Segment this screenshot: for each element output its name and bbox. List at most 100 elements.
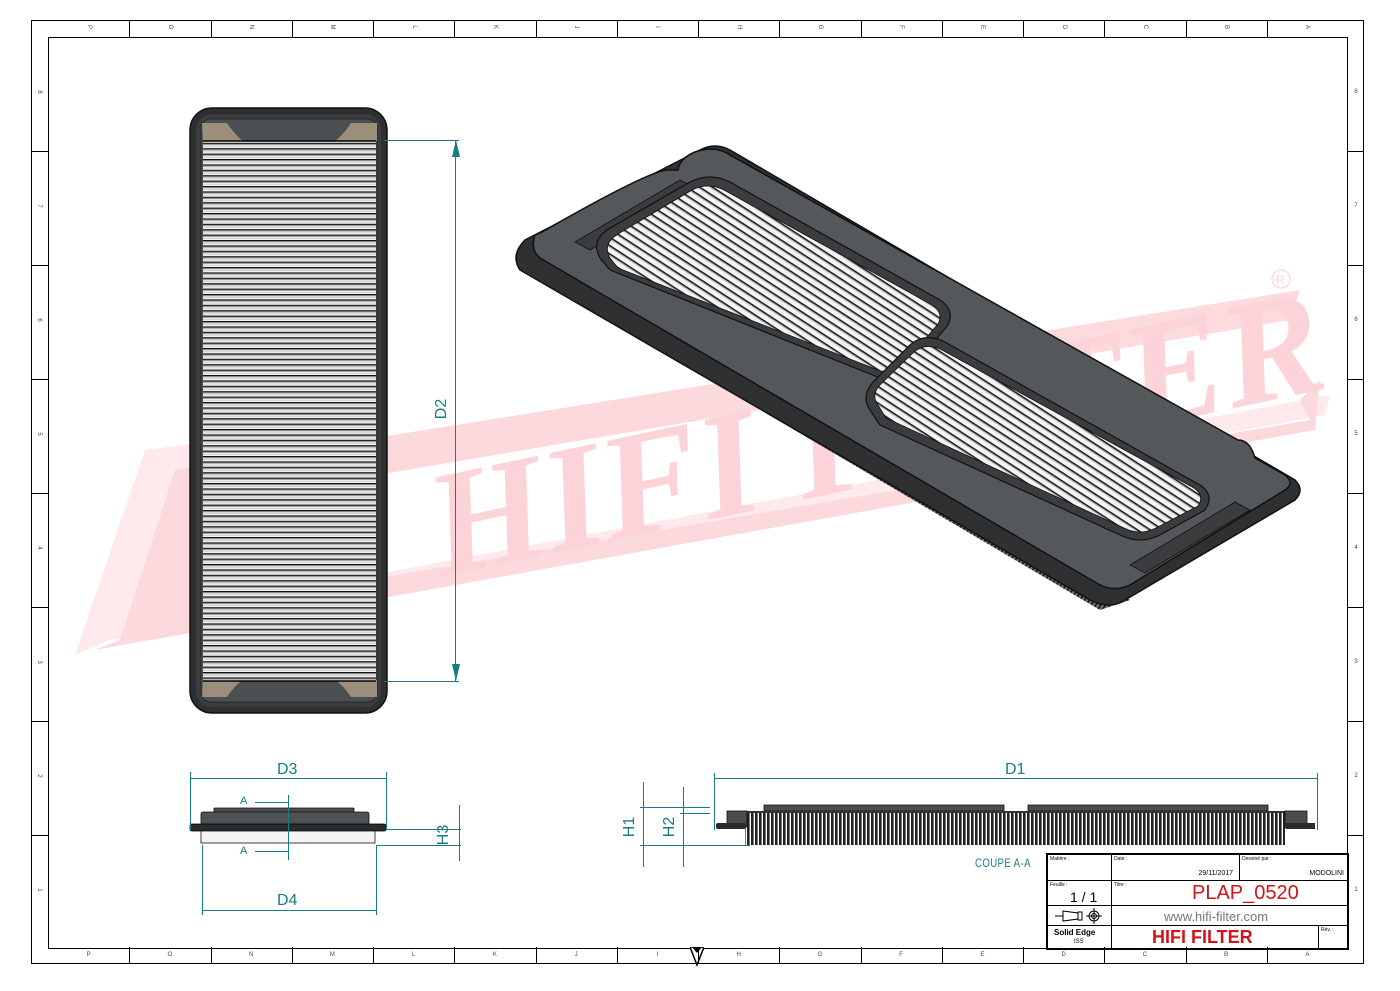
section-label: COUPE A-A <box>975 856 1031 870</box>
zone-divider <box>779 20 781 37</box>
zone-divider <box>210 20 212 37</box>
zone-divider <box>1347 265 1364 266</box>
zone-divider <box>31 835 48 836</box>
zone-divider <box>31 379 48 380</box>
zone-divider <box>373 20 374 37</box>
zone-label-left: 2 <box>36 774 42 778</box>
drawing-title: PLAP_0520 <box>1192 882 1299 904</box>
zone-divider <box>291 947 293 964</box>
dimension-d3: D3 <box>277 761 298 778</box>
zone-label-left: 7 <box>36 204 42 208</box>
zone-divider <box>1023 947 1024 964</box>
zone-label-bottom: L <box>411 952 416 958</box>
first-angle-projection-icon <box>1055 908 1102 924</box>
zone-label-right: 6 <box>1354 317 1358 323</box>
software-version: ISS <box>1074 939 1084 945</box>
zone-label-bottom: P <box>86 952 91 958</box>
dimension-d1: D1 <box>1005 761 1026 778</box>
zone-divider <box>1347 493 1364 494</box>
date-cell: Date : 29/11/2017 <box>1112 855 1240 881</box>
sheet-cell: Feuille : 1 / 1 <box>1048 881 1112 906</box>
zone-divider <box>1347 835 1364 836</box>
zone-divider <box>616 947 618 964</box>
svg-text:R: R <box>1276 273 1285 287</box>
zone-divider <box>1266 20 1268 37</box>
dimension-h2: H2 <box>661 816 679 838</box>
zone-label-left: 1 <box>36 888 42 892</box>
zone-label-top: I <box>654 26 661 28</box>
date-value: 29/11/2017 <box>1198 870 1233 877</box>
zone-divider <box>129 20 131 37</box>
zone-label-bottom: K <box>492 952 497 958</box>
zone-divider <box>373 947 374 964</box>
zone-divider <box>535 947 537 964</box>
zone-divider <box>291 20 293 37</box>
zone-divider <box>129 947 131 964</box>
zone-label-right: 1 <box>1354 887 1358 893</box>
zone-divider <box>860 947 862 964</box>
zone-label-left: 8 <box>36 90 42 94</box>
zone-divider <box>779 947 781 964</box>
zone-divider <box>1347 607 1364 608</box>
zone-label-top: E <box>979 24 986 29</box>
dimension-h1: H1 <box>621 816 639 838</box>
zone-label-top: G <box>816 24 823 30</box>
zone-label-bottom: I <box>656 952 659 958</box>
zone-label-top: L <box>410 25 417 29</box>
zone-divider <box>698 20 699 37</box>
revision-cell: Rév. : <box>1321 927 1334 933</box>
zone-label-top: J <box>573 25 580 29</box>
software-name: Solid Edge <box>1054 928 1096 937</box>
zone-label-top: N <box>248 24 255 30</box>
zone-label-bottom: F <box>899 952 903 958</box>
zone-divider <box>941 947 943 964</box>
zone-label-left: 6 <box>36 318 42 322</box>
centering-mark-icon <box>690 947 704 967</box>
zone-divider <box>31 265 48 266</box>
zone-label-bottom: G <box>817 952 823 958</box>
zone-label-bottom: D <box>1061 952 1066 958</box>
zone-label-bottom: O <box>167 952 173 958</box>
zone-divider <box>31 607 48 608</box>
zone-label-bottom: B <box>1224 952 1229 958</box>
zone-divider <box>616 20 618 37</box>
zone-label-bottom: C <box>1142 952 1148 958</box>
d2-arrows <box>452 140 460 681</box>
drawn-by-value: MODOLINI <box>1309 870 1344 877</box>
zone-label-left: 3 <box>36 660 42 664</box>
zone-divider <box>1185 20 1187 37</box>
zone-divider <box>535 20 537 37</box>
zone-label-top: O <box>166 24 173 30</box>
sheet-value: 1 / 1 <box>1070 889 1098 905</box>
zone-divider <box>1266 947 1268 964</box>
zone-label-right: 7 <box>1354 203 1358 209</box>
zone-label-bottom: A <box>1305 952 1310 958</box>
section-marker-a-bottom: A <box>240 845 248 857</box>
zone-divider <box>941 20 943 37</box>
zone-label-bottom: J <box>574 952 578 958</box>
zone-label-bottom: E <box>980 952 985 958</box>
website-cell: www.hifi-filter.com <box>1112 906 1347 926</box>
dimension-d2: D2 <box>433 398 451 420</box>
zone-label-top: A <box>1304 24 1311 29</box>
zone-label-left: 5 <box>36 432 42 436</box>
zone-label-left: 4 <box>36 546 42 550</box>
zone-divider <box>1104 20 1106 37</box>
zone-label-top: C <box>1141 24 1148 30</box>
company-name: HIFI FILTER <box>1152 927 1253 947</box>
dimension-d4: D4 <box>277 892 298 909</box>
zone-divider <box>454 20 456 37</box>
zone-label-top: M <box>329 24 336 30</box>
website-text: www.hifi-filter.com <box>1164 909 1269 924</box>
zone-label-right: 2 <box>1354 773 1358 779</box>
zone-label-bottom: N <box>248 952 254 958</box>
title-block: Matière : Date : 29/11/2017 Dessiné par … <box>1046 853 1349 950</box>
dimension-h3: H3 <box>435 824 453 846</box>
zone-divider <box>454 947 456 964</box>
top-view-drawing <box>189 107 388 714</box>
zone-divider <box>1104 947 1106 964</box>
section-marker-a-top: A <box>240 795 248 807</box>
zone-label-top: P <box>85 24 92 29</box>
zone-divider <box>1347 151 1364 152</box>
zone-divider <box>698 947 699 964</box>
